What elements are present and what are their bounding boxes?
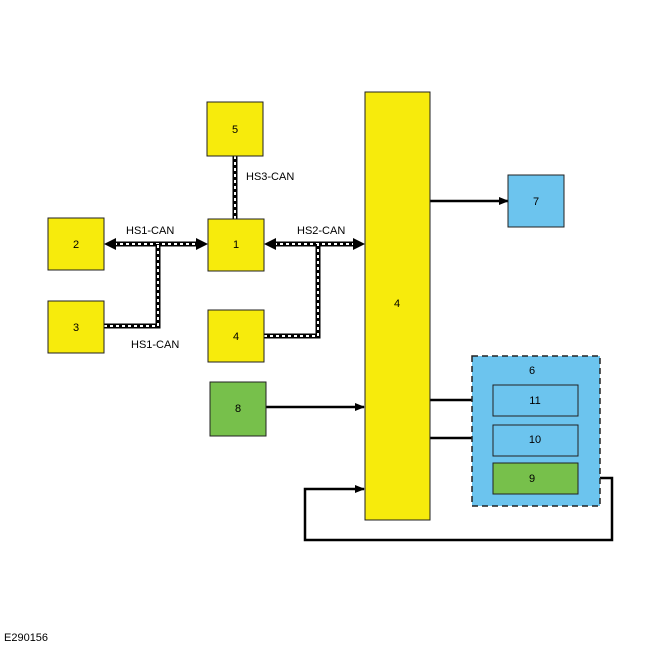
module-8: 8 — [209, 381, 267, 437]
module-5-label: 5 — [232, 124, 238, 136]
module-4-main: 4 — [364, 91, 431, 521]
module-2-label: 2 — [73, 239, 79, 251]
hs2-can-label: HS2-CAN — [297, 225, 345, 237]
module-6-label: 6 — [529, 365, 535, 377]
module-9: 9 — [492, 462, 579, 495]
hs1-can-label-top: HS1-CAN — [126, 225, 174, 237]
module-10: 10 — [492, 424, 579, 457]
figure-reference: E290156 — [4, 632, 49, 644]
module-1-label: 1 — [233, 239, 239, 251]
hs2-can-branch — [264, 244, 321, 339]
arrowhead-right — [353, 238, 365, 250]
link-9-to-4 — [303, 476, 614, 542]
module-8-label: 8 — [235, 403, 241, 415]
module-7-label: 7 — [533, 196, 539, 208]
module-4-main-label: 4 — [394, 298, 400, 310]
hs1-can-bus-bottom — [104, 244, 161, 329]
module-5: 5 — [206, 101, 264, 157]
module-9-label: 9 — [529, 473, 535, 485]
module-4-small: 4 — [207, 309, 265, 363]
module-11: 11 — [492, 384, 579, 417]
hs3-can-label: HS3-CAN — [246, 171, 294, 183]
hs2-can-bus — [264, 238, 365, 250]
module-11-label: 11 — [529, 395, 540, 407]
module-1: 1 — [207, 218, 265, 272]
module-2: 2 — [47, 217, 105, 271]
arrowhead-right — [196, 238, 208, 250]
module-10-label: 10 — [529, 434, 541, 446]
arrowhead-left — [104, 238, 116, 250]
arrowhead-left — [264, 238, 276, 250]
module-3-label: 3 — [73, 322, 79, 334]
module-3: 3 — [47, 300, 105, 354]
module-4-small-label: 4 — [233, 331, 239, 343]
hs1-can-label-bottom: HS1-CAN — [131, 339, 179, 351]
module-7: 7 — [507, 174, 565, 228]
